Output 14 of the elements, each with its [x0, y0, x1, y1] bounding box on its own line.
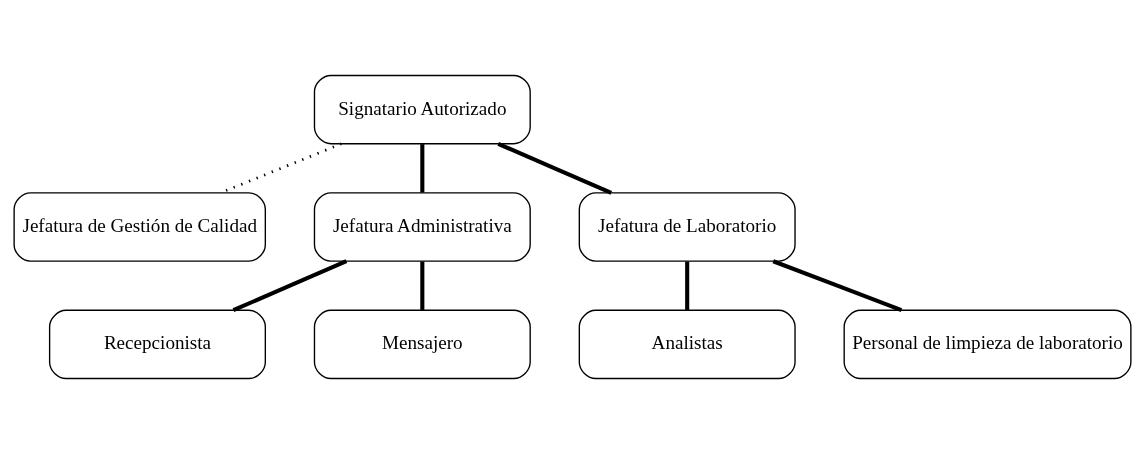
- connector: [232, 258, 348, 312]
- node-box: Jefatura de Laboratorio: [578, 191, 796, 262]
- connector: [497, 141, 613, 195]
- connector: [685, 261, 690, 310]
- node-box: Personal de limpieza de laboratorio: [843, 309, 1132, 379]
- connector: [420, 143, 425, 193]
- node-box: Recepcionista: [48, 309, 266, 379]
- node-box: Mensajero: [313, 309, 531, 379]
- node-box: Jefatura Administrativa: [313, 191, 531, 262]
- node-box: Signatario Autorizado: [313, 74, 531, 144]
- connector: [420, 261, 425, 310]
- node-box: Jefatura de Gestión de Calidad: [13, 191, 266, 262]
- node-box: Analistas: [578, 309, 796, 379]
- connector: [772, 258, 903, 312]
